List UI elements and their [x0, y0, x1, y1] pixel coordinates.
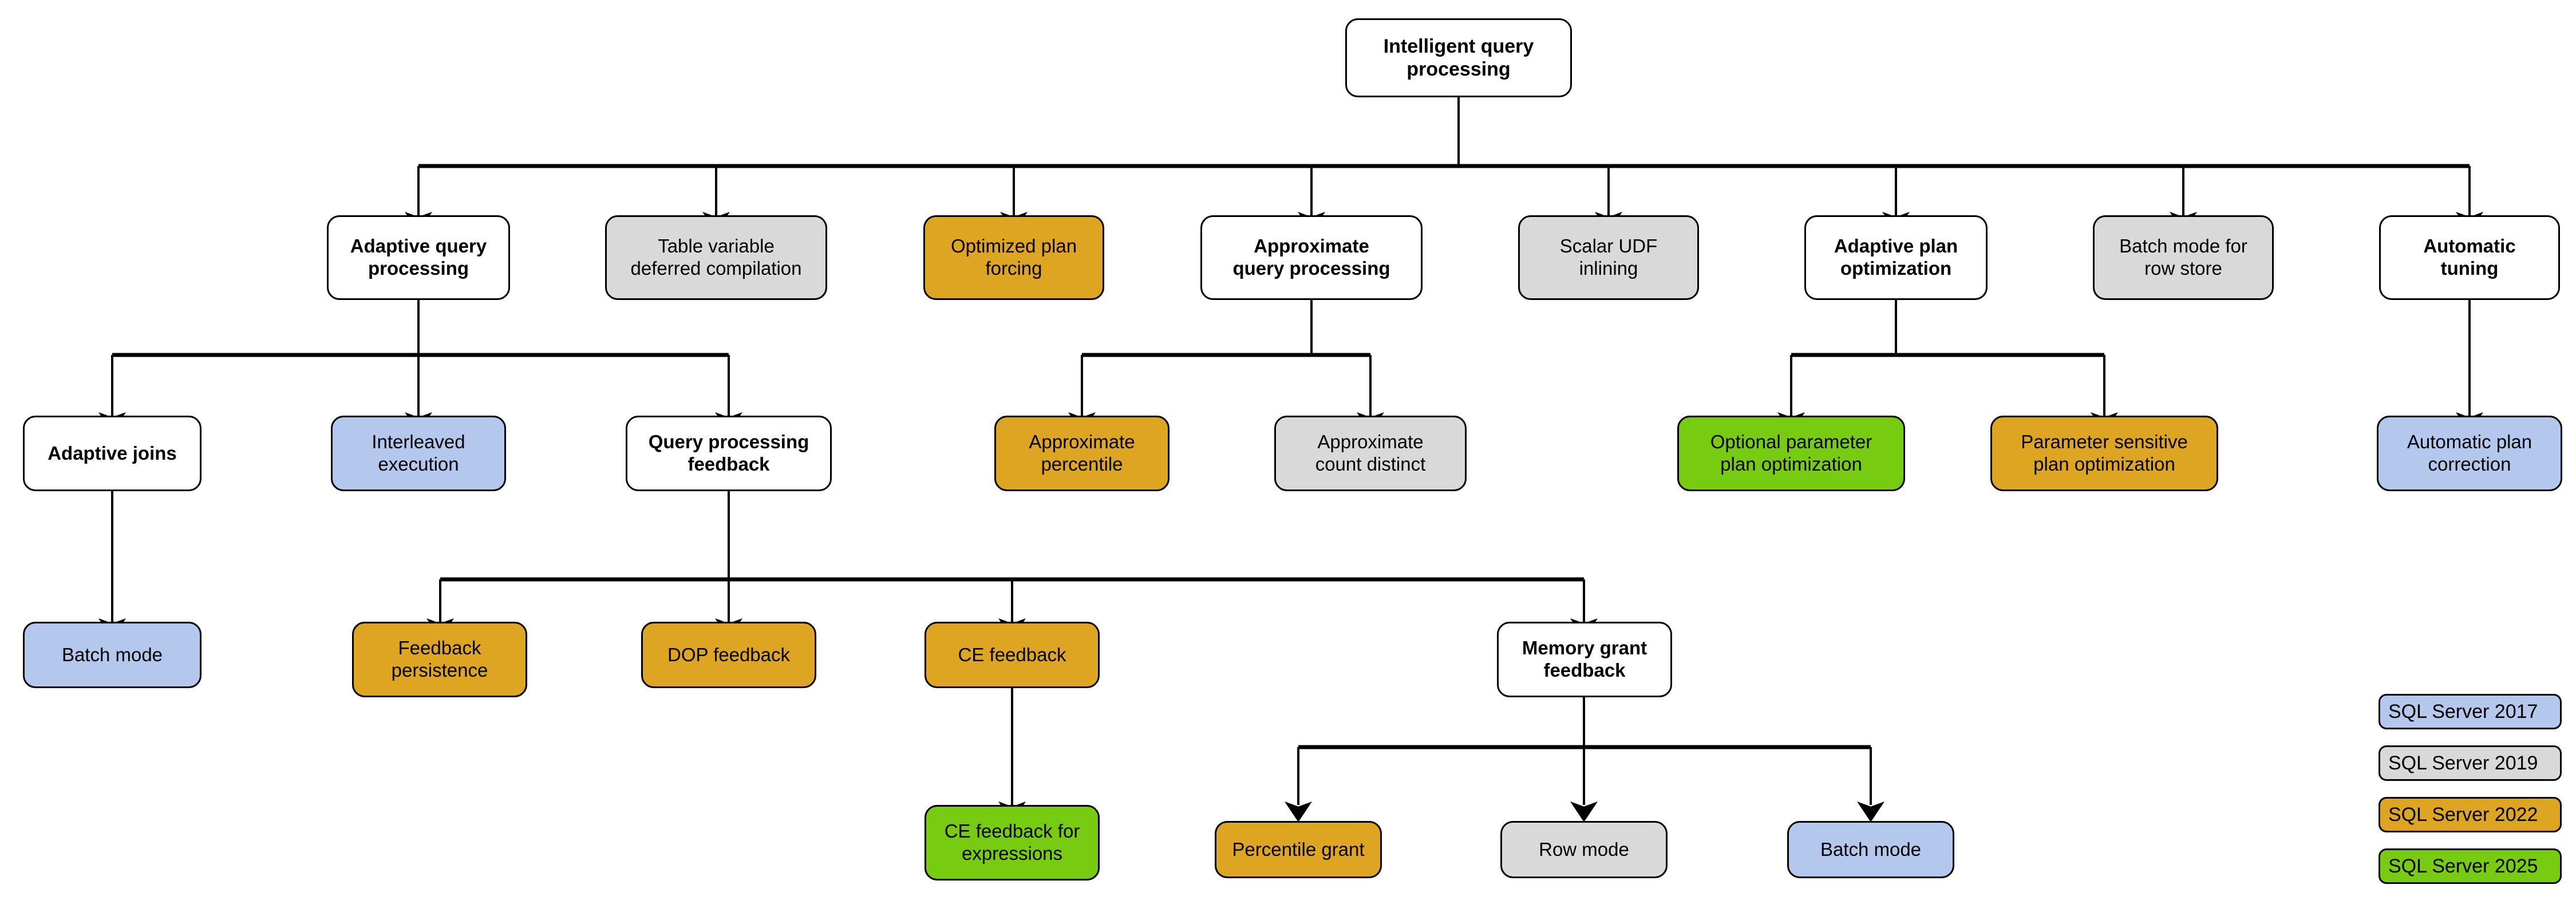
node-label: Approximate count distinct — [1315, 431, 1426, 475]
node-label: Batch mode for row store — [2119, 235, 2247, 279]
node-percentile-grant[interactable]: Percentile grant — [1215, 821, 1382, 878]
node-adaptive-joins[interactable]: Adaptive joins — [23, 416, 202, 491]
node-label: Percentile grant — [1232, 838, 1365, 860]
node-batch-mode-memory-grant[interactable]: Batch mode — [1787, 821, 1954, 878]
node-label: Approximate percentile — [1029, 431, 1135, 475]
node-label: CE feedback — [958, 643, 1066, 665]
node-label: Memory grant feedback — [1522, 637, 1647, 681]
node-label: Scalar UDF inlining — [1559, 235, 1658, 279]
legend-item-sql-server-2025[interactable]: SQL Server 2025 — [2379, 848, 2562, 884]
node-ce-feedback-for-expressions[interactable]: CE feedback for expressions — [924, 805, 1100, 881]
node-scalar-udf-inlining[interactable]: Scalar UDF inlining — [1518, 215, 1699, 300]
legend-label: SQL Server 2019 — [2388, 752, 2538, 774]
node-label: Row mode — [1539, 838, 1629, 860]
legend-label: SQL Server 2017 — [2388, 700, 2538, 722]
node-batch-mode-adaptive-joins[interactable]: Batch mode — [23, 622, 202, 688]
node-label: Table variable deferred compilation — [630, 235, 802, 279]
legend-label: SQL Server 2022 — [2388, 803, 2538, 826]
node-label: Interleaved execution — [372, 431, 465, 475]
node-label: Batch mode — [61, 643, 163, 665]
node-label: Automatic plan correction — [2407, 431, 2532, 475]
node-label: Parameter sensitive plan optimization — [2021, 431, 2188, 475]
node-intelligent-query-processing[interactable]: Intelligent query processing — [1345, 18, 1572, 97]
node-optimized-plan-forcing[interactable]: Optimized plan forcing — [923, 215, 1104, 300]
node-table-variable-deferred-compilation[interactable]: Table variable deferred compilation — [605, 215, 827, 300]
node-adaptive-query-processing[interactable]: Adaptive query processing — [327, 215, 510, 300]
node-parameter-sensitive-plan-optimization[interactable]: Parameter sensitive plan optimization — [1990, 416, 2218, 491]
node-interleaved-execution[interactable]: Interleaved execution — [331, 416, 506, 491]
node-label: Adaptive plan optimization — [1834, 235, 1958, 279]
node-feedback-persistence[interactable]: Feedback persistence — [352, 622, 527, 697]
node-ce-feedback[interactable]: CE feedback — [924, 622, 1100, 688]
legend-item-sql-server-2019[interactable]: SQL Server 2019 — [2379, 745, 2562, 781]
node-automatic-plan-correction[interactable]: Automatic plan correction — [2377, 416, 2562, 491]
node-label: DOP feedback — [667, 643, 791, 665]
node-dop-feedback[interactable]: DOP feedback — [641, 622, 816, 688]
node-batch-mode-for-row-store[interactable]: Batch mode for row store — [2093, 215, 2274, 300]
node-memory-grant-feedback[interactable]: Memory grant feedback — [1497, 622, 1672, 697]
legend-label: SQL Server 2025 — [2388, 855, 2538, 877]
node-label: Intelligent query processing — [1383, 35, 1534, 80]
node-label: Adaptive joins — [48, 442, 177, 464]
node-label: Batch mode — [1820, 838, 1922, 860]
node-label: Optimized plan forcing — [950, 235, 1077, 279]
node-label: Approximate query processing — [1232, 235, 1390, 279]
node-label: Adaptive query processing — [350, 235, 487, 279]
node-approximate-query-processing[interactable]: Approximate query processing — [1200, 215, 1423, 300]
node-approximate-percentile[interactable]: Approximate percentile — [994, 416, 1170, 491]
legend-item-sql-server-2022[interactable]: SQL Server 2022 — [2379, 797, 2562, 832]
node-approximate-count-distinct[interactable]: Approximate count distinct — [1274, 416, 1467, 491]
node-row-mode[interactable]: Row mode — [1500, 821, 1668, 878]
node-label: Optional parameter plan optimization — [1710, 431, 1872, 475]
legend-item-sql-server-2017[interactable]: SQL Server 2017 — [2379, 694, 2562, 729]
node-label: Query processing feedback — [648, 431, 809, 475]
node-query-processing-feedback[interactable]: Query processing feedback — [626, 416, 832, 491]
node-adaptive-plan-optimization[interactable]: Adaptive plan optimization — [1804, 215, 1988, 300]
node-automatic-tuning[interactable]: Automatic tuning — [2379, 215, 2560, 300]
node-label: Feedback persistence — [391, 637, 488, 681]
node-label: CE feedback for expressions — [944, 820, 1080, 864]
node-optional-parameter-plan-optimization[interactable]: Optional parameter plan optimization — [1677, 416, 1905, 491]
node-label: Automatic tuning — [2423, 235, 2516, 279]
